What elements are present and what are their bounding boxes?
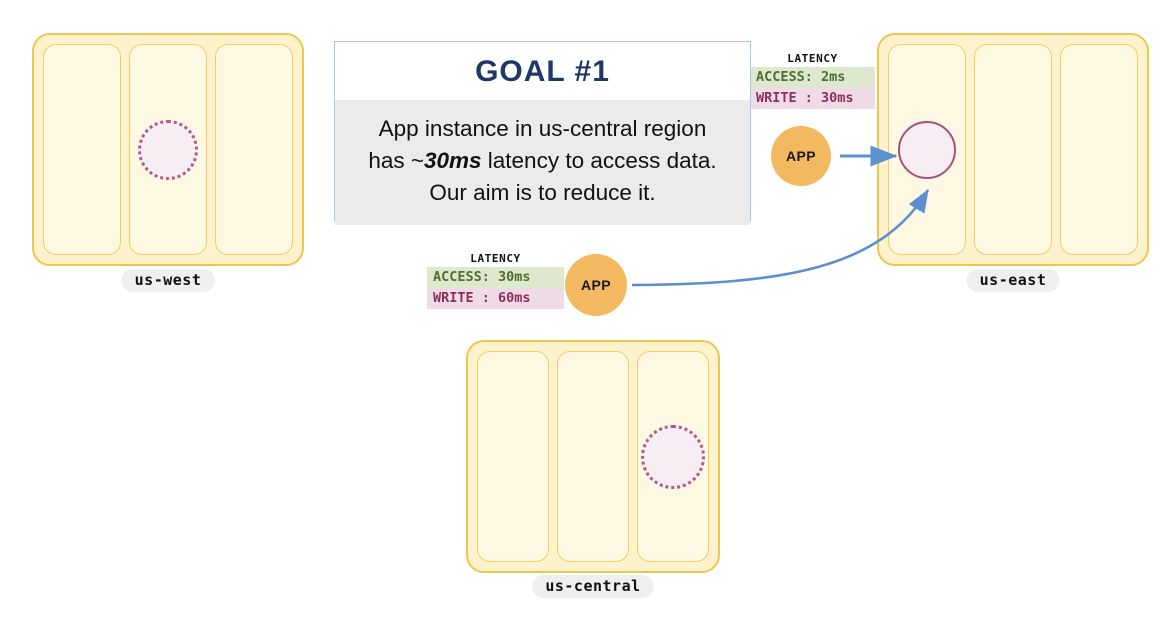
region-us-west-zone-c [215, 44, 293, 255]
goal-title: GOAL #1 [335, 42, 750, 100]
app-node-us-east[interactable]: APP [771, 126, 831, 186]
latency-row-access-us-east: ACCESS: 2ms [750, 67, 875, 88]
latency-row-access-us-central: ACCESS: 30ms [427, 267, 564, 288]
region-us-central-zone-a [477, 351, 549, 562]
latency-title-us-central: LATENCY [470, 252, 521, 265]
region-us-east-zone-c [1060, 44, 1138, 255]
replica-placeholder-us-central [641, 424, 705, 489]
latency-title-us-east: LATENCY [787, 52, 838, 65]
latency-row-write-us-east: WRITE : 30ms [750, 87, 875, 109]
goal-line-3: Our aim is to reduce it. [429, 179, 656, 205]
goal-line-2-prefix: has ~ [368, 147, 424, 173]
region-us-east[interactable] [877, 33, 1149, 266]
goal-callout: GOAL #1 App instance in us-central regio… [334, 41, 751, 225]
region-us-central[interactable] [466, 340, 720, 573]
goal-line-1: App instance in us-central region [378, 116, 707, 141]
goal-line-2-emphasis: 30ms [423, 147, 482, 173]
app-node-us-east-label: APP [786, 148, 816, 164]
latency-row-write-us-central: WRITE : 60ms [427, 287, 564, 309]
latency-panel-us-east: LATENCY ACCESS: 2ms WRITE : 30ms [750, 52, 875, 109]
goal-line-2-suffix: latency to access data. [481, 147, 717, 173]
region-us-west-zone-a [43, 44, 121, 255]
region-label-us-central: us-central [532, 575, 654, 598]
latency-panel-us-central: LATENCY ACCESS: 30ms WRITE : 60ms [427, 252, 564, 309]
goal-description: App instance in us-central region has ~3… [335, 100, 750, 225]
region-us-west[interactable] [32, 33, 304, 266]
replica-placeholder-us-west [138, 119, 198, 180]
region-us-west-zone-b [129, 44, 207, 255]
region-label-us-west: us-west [121, 269, 215, 292]
region-us-east-zone-b [974, 44, 1052, 255]
region-label-us-east: us-east [966, 269, 1060, 292]
replica-us-east [898, 120, 956, 179]
region-us-central-zone-c [637, 351, 709, 562]
region-us-east-zone-a [888, 44, 966, 255]
app-node-us-central-label: APP [581, 277, 611, 293]
region-us-central-zone-b [557, 351, 629, 562]
app-node-us-central[interactable]: APP [565, 254, 627, 316]
